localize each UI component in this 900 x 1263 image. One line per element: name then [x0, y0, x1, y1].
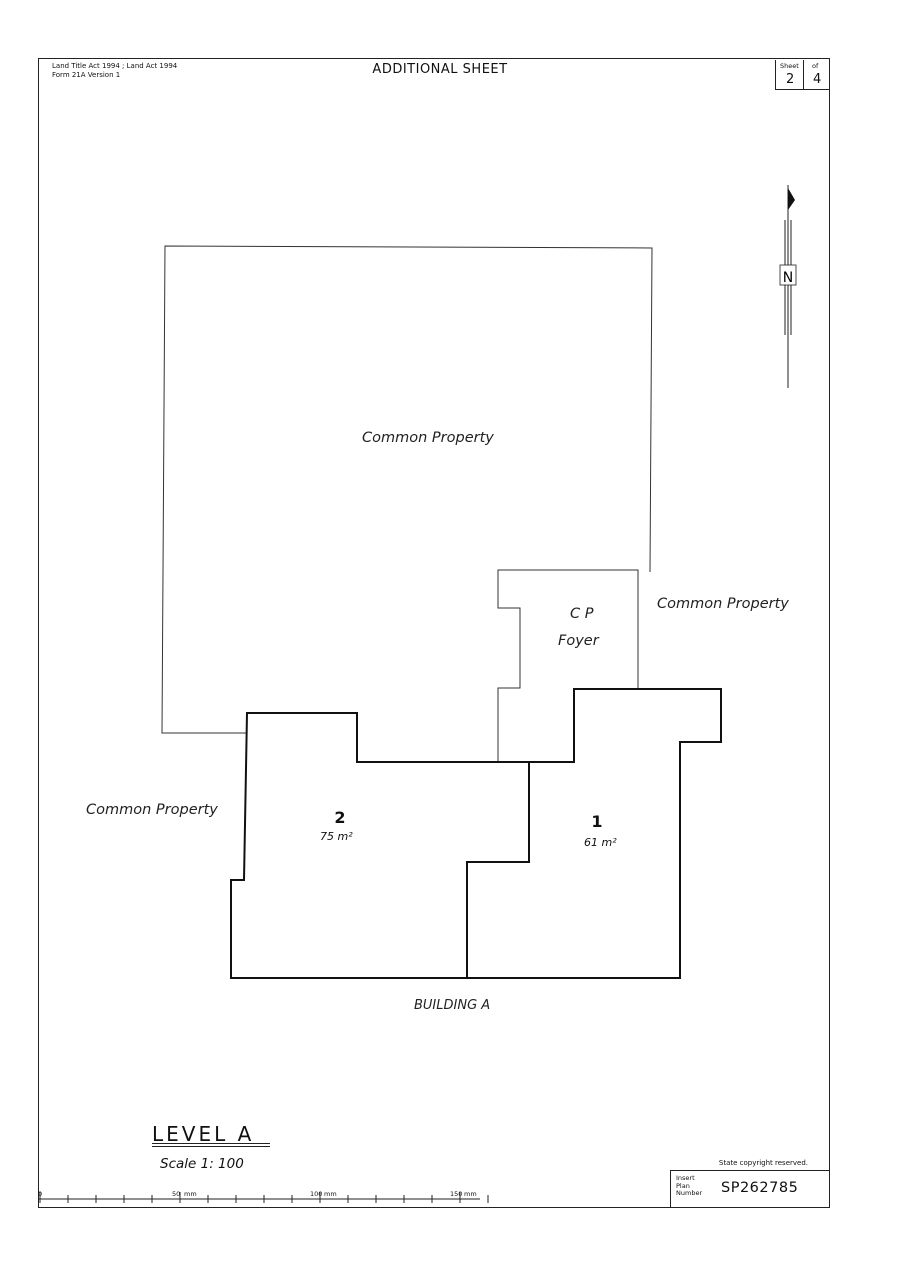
lot-2-boundary — [230, 712, 530, 979]
lot-2-number: 2 — [334, 808, 346, 827]
level-title: LEVEL A — [152, 1122, 255, 1146]
plan-number: SP262785 — [721, 1180, 799, 1196]
common-property-right-label: Common Property — [657, 596, 789, 612]
north-arrow-icon: N — [779, 185, 797, 388]
sheet-number: 2 — [786, 72, 795, 87]
lot-1-boundary — [466, 688, 722, 979]
sheet-label: Sheet — [780, 62, 799, 70]
plan-box-label: Insert Plan Number — [676, 1174, 703, 1197]
copyright-note: State copyright reserved. — [718, 1159, 808, 1167]
ruler-zero-label: 0 — [38, 1190, 43, 1198]
ruler-100-unit: mm — [324, 1190, 337, 1198]
of-label: of — [812, 62, 819, 70]
sheet-total: 4 — [813, 72, 822, 87]
common-property-boundary — [161, 245, 653, 734]
common-property-main-label: Common Property — [362, 430, 494, 446]
level-title-underline-second — [152, 1146, 270, 1148]
ruler-150-label: 150 — [450, 1190, 463, 1198]
cp-label: C P — [570, 606, 594, 622]
ruler-100-label: 100 — [310, 1190, 323, 1198]
form-version-line: Form 21A Version 1 — [52, 71, 121, 79]
cp-foyer-boundary — [497, 569, 639, 762]
legislation-header: Land Title Act 1994 ; Land Act 1994 Form… — [52, 62, 177, 80]
lot-1-area: 61 m² — [584, 836, 617, 849]
foyer-label: Foyer — [558, 633, 599, 649]
sheet-frame — [38, 58, 830, 1208]
ruler-50-unit: mm — [184, 1190, 197, 1198]
sheet-title: ADDITIONAL SHEET — [372, 62, 508, 77]
lot-1-number: 1 — [591, 812, 603, 831]
scale-note: Scale 1: 100 — [160, 1156, 244, 1172]
ruler-50-label: 50 — [172, 1190, 181, 1198]
lot-2-area: 75 m² — [320, 830, 353, 843]
common-property-left-label: Common Property — [86, 802, 218, 818]
level-title-underline — [152, 1143, 270, 1145]
svg-text:N: N — [783, 270, 793, 286]
sheet-number-box: Sheet of 2 4 — [775, 60, 829, 90]
act-line: Land Title Act 1994 ; Land Act 1994 — [52, 62, 178, 70]
plan-number-box: Insert Plan Number SP262785 — [670, 1170, 829, 1207]
ruler-150-unit: mm — [464, 1190, 477, 1198]
scale-ruler — [38, 1192, 489, 1203]
building-label: BUILDING A — [414, 998, 491, 1013]
